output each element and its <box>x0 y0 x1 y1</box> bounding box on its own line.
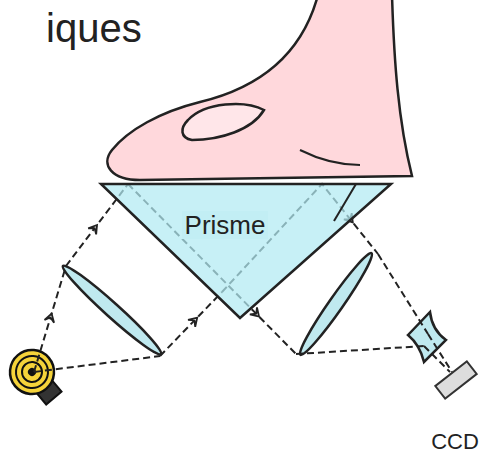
ray-arrowhead <box>88 225 97 234</box>
prism-label: Prisme <box>182 211 269 239</box>
light-ray <box>428 334 452 372</box>
prism: Prisme <box>100 183 392 319</box>
sensor-label: CCD <box>428 430 482 454</box>
condenser-lens <box>58 261 165 360</box>
fingernail <box>182 104 264 140</box>
finger-crease <box>300 150 360 165</box>
light-ray <box>424 346 450 372</box>
light-ray <box>160 292 222 356</box>
light-ray <box>34 356 160 372</box>
prism-body <box>101 184 391 318</box>
sensor-chip <box>435 361 476 398</box>
light-ray <box>296 346 424 354</box>
light-ray <box>34 266 66 372</box>
objective-lens <box>295 249 378 359</box>
ccd-sensor: CCD <box>420 350 490 454</box>
prism-edge <box>334 184 356 221</box>
finger <box>107 0 412 180</box>
slide-title: iques <box>46 8 142 48</box>
light-rays <box>34 184 452 372</box>
prism-outline <box>100 183 392 319</box>
light-ray <box>378 254 428 334</box>
ray-arrowhead <box>188 318 197 327</box>
lamp <box>1 341 71 412</box>
ray-arrowhead <box>45 314 55 323</box>
